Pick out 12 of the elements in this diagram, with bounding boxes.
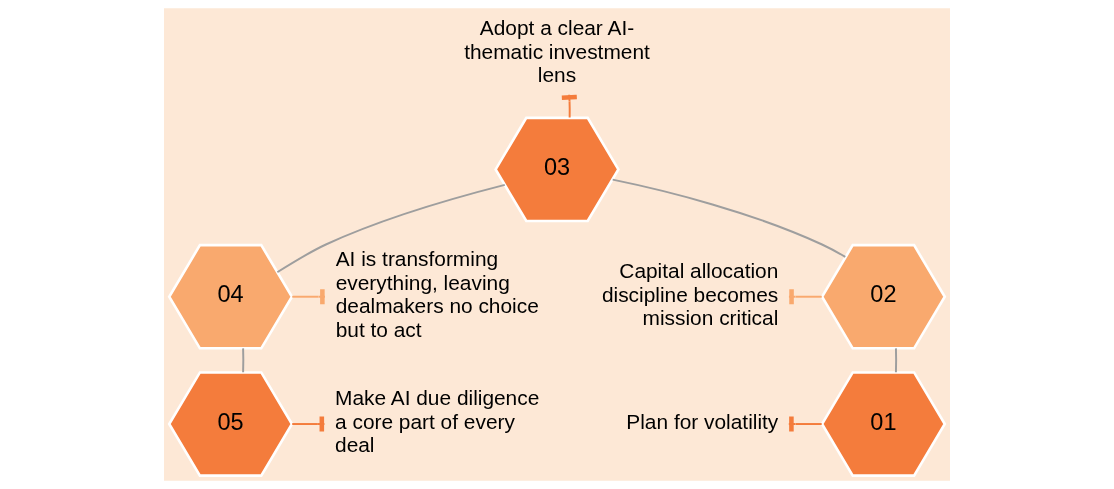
connector [242,347,245,374]
connector [276,183,506,274]
connector [894,347,898,374]
connector [787,416,823,432]
connector [611,178,847,258]
connector [787,289,823,305]
node-text: Plan for volatility [626,409,779,433]
node-text: Capital allocation discipline becomes mission critical [601,259,779,330]
node-text: Adopt a clear AI-thematic investment lens [464,16,650,87]
node-text: AI is transforming everything, leaving dealmakers no choice but to act [335,247,539,341]
node-text: Make AI due diligence a core part of every deal [335,386,540,457]
connector [291,289,326,305]
